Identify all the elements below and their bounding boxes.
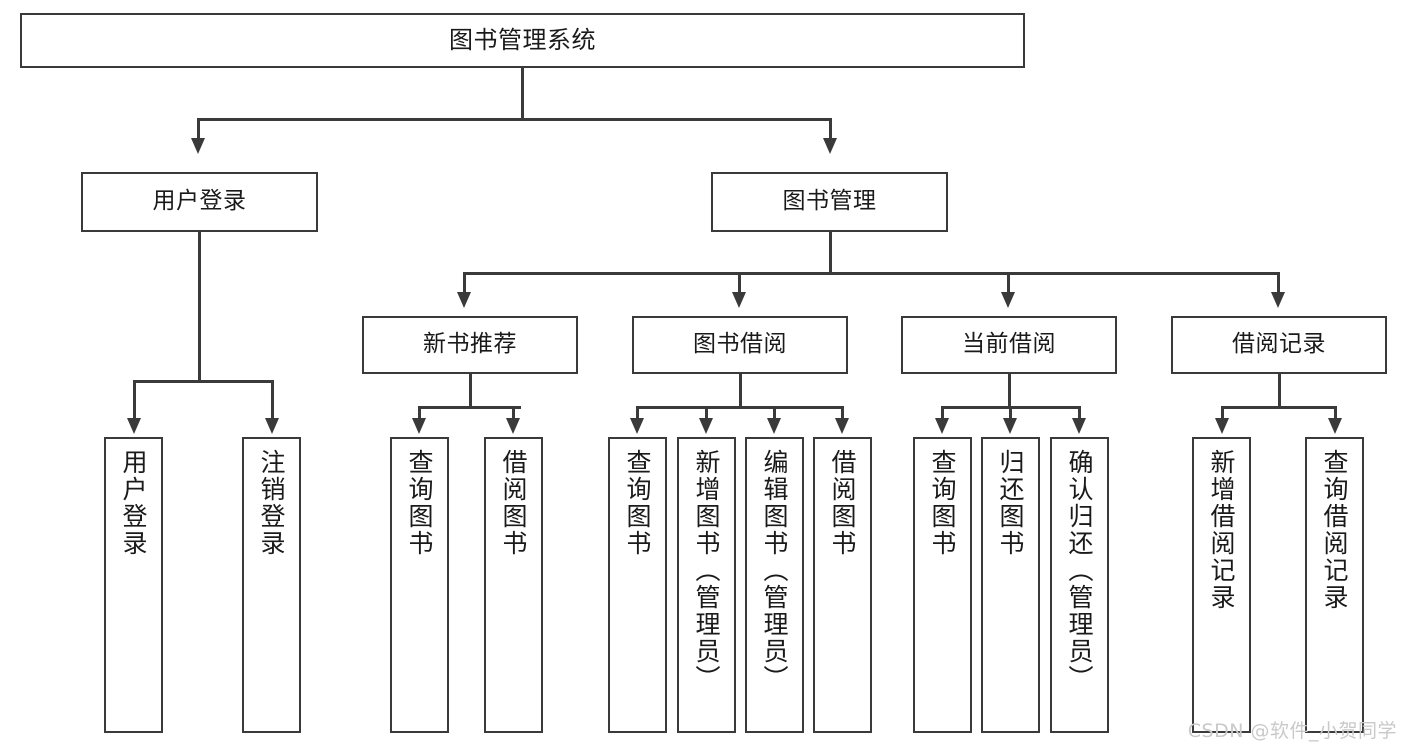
edge-book-mgmt-bar <box>463 272 1280 275</box>
leaf-edit-book-admin[interactable]: 编辑图书（管理员） <box>745 437 804 733</box>
node-book-borrow[interactable]: 图书借阅 <box>632 316 848 374</box>
edge-root-to-user-login <box>197 118 200 140</box>
leaf-user-login[interactable]: 用户登录 <box>104 437 163 733</box>
node-label: 当前借阅 <box>962 331 1056 358</box>
node-new-book-recommend[interactable]: 新书推荐 <box>362 316 578 374</box>
node-user-login[interactable]: 用户登录 <box>81 172 318 232</box>
arrowhead-leaf-borrow-record-2 <box>1328 418 1342 434</box>
leaf-query-book-borrow[interactable]: 查询图书 <box>608 437 667 733</box>
edge-current-borrow-drop-2 <box>1009 406 1012 420</box>
leaf-add-book-admin[interactable]: 新增图书（管理员） <box>677 437 736 733</box>
leaf-return-book[interactable]: 归还图书 <box>981 437 1040 733</box>
edge-book-borrow-trunk <box>739 374 742 408</box>
edge-user-login-drop-2 <box>271 380 274 420</box>
arrowhead-leaf-new-book-1 <box>412 418 426 434</box>
node-label: 图书管理 <box>782 188 877 215</box>
node-label: 查询图书 <box>623 449 652 557</box>
leaf-confirm-return-admin[interactable]: 确认归还（管理员） <box>1050 437 1109 733</box>
edge-current-borrow-trunk <box>1008 374 1011 408</box>
node-label: 新增借阅记录 <box>1207 449 1236 611</box>
leaf-add-borrow-record[interactable]: 新增借阅记录 <box>1192 437 1251 733</box>
edge-new-book-drop-1 <box>418 406 421 420</box>
node-book-management[interactable]: 图书管理 <box>711 172 948 232</box>
leaf-borrow-book[interactable]: 借阅图书 <box>813 437 872 733</box>
node-label: 查询借阅记录 <box>1320 449 1349 611</box>
edge-book-mgmt-trunk <box>829 232 832 274</box>
node-borrow-record[interactable]: 借阅记录 <box>1171 316 1387 374</box>
arrowhead-to-new-book <box>457 292 471 308</box>
node-label: 图书借阅 <box>693 331 787 358</box>
node-label: 确认归还（管理员） <box>1065 449 1094 692</box>
node-label: 借阅图书 <box>828 449 857 557</box>
leaf-query-book-current[interactable]: 查询图书 <box>913 437 972 733</box>
arrowhead-to-borrow-record <box>1271 292 1285 308</box>
edge-new-book-drop-2 <box>512 406 515 420</box>
arrowhead-to-user-login <box>191 138 205 154</box>
node-label: 新增图书（管理员） <box>692 449 721 692</box>
node-label: 注销登录 <box>257 449 286 557</box>
node-label: 新书推荐 <box>423 331 517 358</box>
arrowhead-leaf-book-borrow-4 <box>835 418 849 434</box>
edge-current-borrow-drop-1 <box>941 406 944 420</box>
leaf-borrow-book-recommend[interactable]: 借阅图书 <box>484 437 543 733</box>
arrowhead-leaf-book-borrow-1 <box>630 418 644 434</box>
edge-user-login-trunk <box>198 232 201 382</box>
edge-new-book-bar <box>418 406 521 409</box>
arrowhead-to-book-mgmt <box>823 138 837 154</box>
edge-book-borrow-drop-4 <box>841 406 844 420</box>
leaf-query-book-recommend[interactable]: 查询图书 <box>390 437 449 733</box>
node-label: 查询图书 <box>405 449 434 557</box>
node-label: 编辑图书（管理员） <box>760 449 789 692</box>
arrowhead-leaf-current-borrow-1 <box>935 418 949 434</box>
node-label: 用户登录 <box>119 449 148 557</box>
edge-current-borrow-drop-3 <box>1078 406 1081 420</box>
leaf-logout[interactable]: 注销登录 <box>242 437 301 733</box>
edge-root-to-book-mgmt <box>829 118 832 140</box>
arrowhead-leaf-current-borrow-3 <box>1072 418 1086 434</box>
edge-user-login-bar <box>133 380 273 383</box>
node-label: 借阅图书 <box>499 449 528 557</box>
edge-root-trunk <box>521 68 524 120</box>
edge-root-bar <box>197 118 831 121</box>
edge-book-mgmt-drop-3 <box>1007 272 1010 294</box>
node-current-borrow[interactable]: 当前借阅 <box>901 316 1117 374</box>
edge-book-mgmt-drop-4 <box>1277 272 1280 294</box>
leaf-query-borrow-record[interactable]: 查询借阅记录 <box>1305 437 1364 733</box>
edge-book-mgmt-drop-1 <box>463 272 466 294</box>
edge-borrow-record-bar <box>1221 406 1336 409</box>
edge-borrow-record-drop-2 <box>1334 406 1337 420</box>
arrowhead-to-book-borrow <box>732 292 746 308</box>
node-label: 查询图书 <box>928 449 957 557</box>
node-label: 图书管理系统 <box>449 26 596 55</box>
edge-book-borrow-drop-2 <box>705 406 708 420</box>
arrowhead-leaf-borrow-record-1 <box>1215 418 1229 434</box>
arrowhead-leaf-user-login-2 <box>265 418 279 434</box>
arrowhead-leaf-new-book-2 <box>506 418 520 434</box>
edge-borrow-record-trunk <box>1278 374 1281 408</box>
edge-book-mgmt-drop-2 <box>738 272 741 294</box>
edge-book-borrow-drop-3 <box>773 406 776 420</box>
edge-new-book-trunk <box>469 374 472 408</box>
arrowhead-leaf-book-borrow-2 <box>699 418 713 434</box>
arrowhead-leaf-book-borrow-3 <box>767 418 781 434</box>
arrowhead-leaf-user-login-1 <box>127 418 141 434</box>
node-label: 用户登录 <box>152 188 247 215</box>
node-label: 借阅记录 <box>1232 331 1326 358</box>
node-root-system[interactable]: 图书管理系统 <box>20 13 1025 68</box>
arrowhead-leaf-current-borrow-2 <box>1003 418 1017 434</box>
edge-user-login-drop-1 <box>133 380 136 420</box>
edge-book-borrow-drop-1 <box>636 406 639 420</box>
edge-book-borrow-bar <box>636 406 843 409</box>
node-label: 归还图书 <box>996 449 1025 557</box>
edge-borrow-record-drop-1 <box>1221 406 1224 420</box>
arrowhead-to-current-borrow <box>1001 292 1015 308</box>
